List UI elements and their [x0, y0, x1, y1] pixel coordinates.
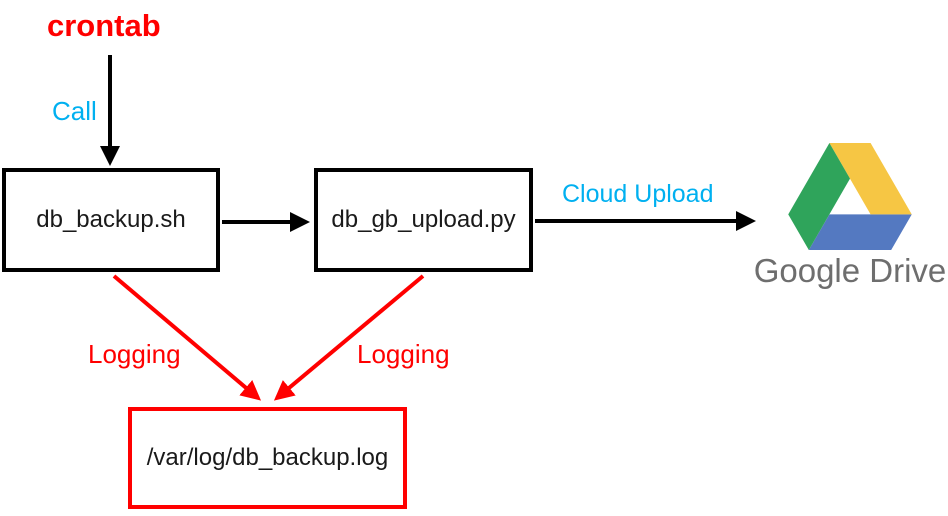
node-log-file: /var/log/db_backup.log	[128, 407, 407, 509]
node-log-file-label: /var/log/db_backup.log	[146, 444, 389, 471]
logging-arrow-left	[112, 274, 262, 401]
google-drive-yellow-shape	[829, 143, 912, 215]
node-db-gb-upload-py: db_gb_upload.py	[314, 168, 533, 272]
node-db-backup-sh-label: db_backup.sh	[36, 206, 186, 233]
cloud-upload-edge-label: Cloud Upload	[562, 180, 714, 208]
google-drive-blue-shape	[808, 214, 912, 250]
google-drive-label: Google Drive	[753, 252, 947, 289]
google-drive-destination: Google Drive	[752, 143, 948, 289]
logging-edge-label-left: Logging	[88, 339, 181, 369]
call-edge-label: Call	[52, 96, 97, 126]
logging-arrow-right	[273, 274, 425, 401]
crontab-label: crontab	[47, 8, 161, 43]
node-db-backup-sh: db_backup.sh	[2, 168, 220, 272]
logging-edge-label-right: Logging	[357, 339, 450, 369]
google-drive-green-shape	[788, 143, 851, 250]
node-db-gb-upload-py-label: db_gb_upload.py	[331, 206, 516, 233]
google-drive-icon	[788, 143, 912, 250]
